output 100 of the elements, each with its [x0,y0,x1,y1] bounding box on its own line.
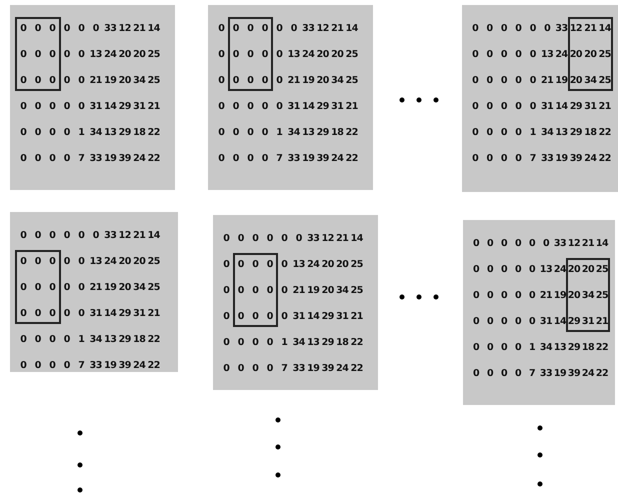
matrix-value: 33 [103,22,118,34]
matrix-value: 24 [335,362,350,374]
matrix-value: 20 [118,256,132,266]
matrix-value: 34 [132,74,146,86]
matrix-value: 33 [88,152,103,164]
matrix-value: 7 [280,362,288,374]
matrix-value: 0 [266,362,274,374]
matrix-value: 0 [222,310,230,322]
matrix-value: 7 [528,368,536,378]
matrix-value: 0 [266,336,274,348]
matrix-value: 29 [567,342,581,352]
matrix-value: 14 [146,22,161,34]
matrix-value: 0 [486,22,494,34]
matrix-value: 0 [19,230,28,240]
matrix-value: 7 [275,152,284,164]
matrix-value: 31 [335,310,350,322]
matrix-panel [462,5,618,192]
matrix-value: 0 [280,310,288,322]
matrix-value: 0 [62,126,71,138]
matrix-value: 0 [34,152,42,164]
matrix-value: 21 [146,100,161,112]
matrix-value: 0 [246,126,254,138]
matrix-value: 0 [251,232,260,244]
matrix-value: 0 [92,230,100,240]
matrix-value: 13 [539,264,553,274]
matrix-value: 0 [92,22,100,34]
matrix-value: 0 [514,316,522,326]
matrix-value: 13 [88,256,103,266]
matrix-value: 20 [335,258,350,270]
matrix-value: 33 [539,368,553,378]
matrix-value: 0 [514,100,522,112]
matrix-value: 12 [320,232,335,244]
matrix-value: 14 [146,230,161,240]
matrix-panel [463,220,615,405]
matrix-value: 0 [472,264,480,274]
matrix-value: 31 [286,100,301,112]
matrix-value: 0 [528,264,536,274]
matrix-value: 0 [486,264,494,274]
matrix-value: 21 [286,74,301,86]
matrix-value: 0 [34,360,42,370]
matrix-value: 0 [77,74,86,86]
matrix-value: 0 [280,284,288,296]
matrix-value: 19 [103,152,118,164]
matrix-value: 21 [146,308,161,318]
matrix-value: 0 [528,74,537,86]
matrix-value: 0 [472,290,480,300]
matrix-value: 0 [514,290,522,300]
matrix-value: 0 [246,48,254,60]
matrix-value: 33 [540,152,554,164]
matrix-value: 0 [236,284,245,296]
matrix-value: 22 [344,126,359,138]
matrix-value: 25 [146,74,161,86]
matrix-value: 0 [514,126,522,138]
matrix-value: 39 [316,152,330,164]
matrix-value: 13 [301,126,316,138]
matrix-value: 20 [118,74,132,86]
matrix-value: 22 [595,368,609,378]
matrix-value: 0 [217,22,226,34]
matrix-value: 0 [236,232,245,244]
matrix-value: 0 [236,310,245,322]
matrix-value: 31 [88,100,103,112]
matrix-value: 0 [514,238,522,248]
matrix-value: 13 [540,48,554,60]
matrix-value: 25 [598,48,612,60]
matrix-value: 0 [275,48,284,60]
matrix-value: 13 [103,334,118,344]
matrix-value: 20 [118,48,132,60]
matrix-value: 0 [222,232,230,244]
matrix-value: 0 [514,264,522,274]
matrix-value: 0 [486,342,494,352]
matrix-value: 21 [88,74,103,86]
matrix-value: 0 [472,316,480,326]
matrix-value: 0 [260,152,269,164]
matrix-value: 39 [118,360,132,370]
matrix-value: 22 [146,360,161,370]
matrix-value: 0 [251,310,260,322]
matrix-value: 20 [583,48,598,60]
matrix-value: 0 [232,74,240,86]
matrix-value: 31 [581,316,595,326]
matrix-value: 21 [581,238,595,248]
matrix-value: 33 [286,152,301,164]
matrix-value: 0 [19,22,28,34]
matrix-value: 21 [583,22,598,34]
matrix-value: 31 [330,100,344,112]
matrix-value: 0 [34,126,42,138]
matrix-value: 22 [146,152,161,164]
matrix-value: 24 [553,264,567,274]
matrix-value: 0 [500,264,508,274]
matrix-value: 34 [292,336,306,348]
matrix-value: 33 [553,238,567,248]
matrix-value: 34 [540,126,554,138]
matrix-value: 12 [316,22,330,34]
matrix-value: 19 [554,74,569,86]
matrix-value: 13 [306,336,320,348]
matrix-value: 14 [598,22,612,34]
matrix-value: 0 [486,368,494,378]
matrix-value: 0 [266,310,274,322]
matrix-value: 29 [320,310,335,322]
matrix-value: 0 [19,256,28,266]
matrix-value: 13 [88,48,103,60]
